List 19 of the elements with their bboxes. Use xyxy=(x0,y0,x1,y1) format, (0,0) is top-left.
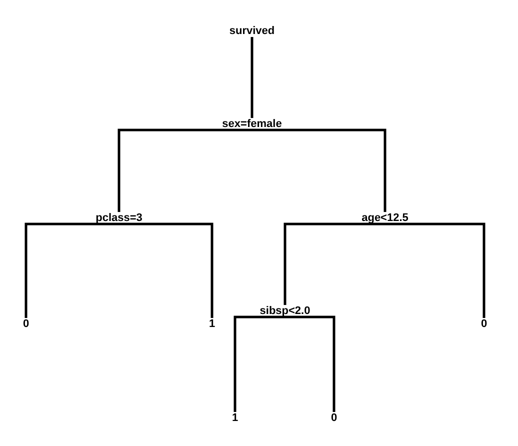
leaf-class-label: 0 xyxy=(330,412,338,424)
leaf-class-label: 1 xyxy=(232,412,238,424)
leaf-class-label: 0 xyxy=(480,318,488,330)
tree-branch-line xyxy=(250,36,254,118)
tree-branch-line xyxy=(250,128,386,212)
split-condition-label: sibsp<2.0 xyxy=(260,305,310,317)
split-condition-label: pclass=3 xyxy=(96,212,142,224)
tree-branch-line xyxy=(24,222,120,318)
leaf-class-label: 1 xyxy=(208,318,216,330)
tree-branch-line xyxy=(118,128,254,212)
tree-branch-line xyxy=(118,222,214,318)
target-variable-label: survived xyxy=(229,25,275,37)
split-condition-label: sex=female xyxy=(222,118,282,130)
tree-branch-line xyxy=(284,316,336,412)
tree-branch-line xyxy=(234,316,286,412)
tree-branch-line xyxy=(284,222,386,305)
leaf-class-label: 0 xyxy=(22,318,30,330)
tree-branch-line xyxy=(384,222,486,318)
split-condition-label: age<12.5 xyxy=(362,212,408,224)
